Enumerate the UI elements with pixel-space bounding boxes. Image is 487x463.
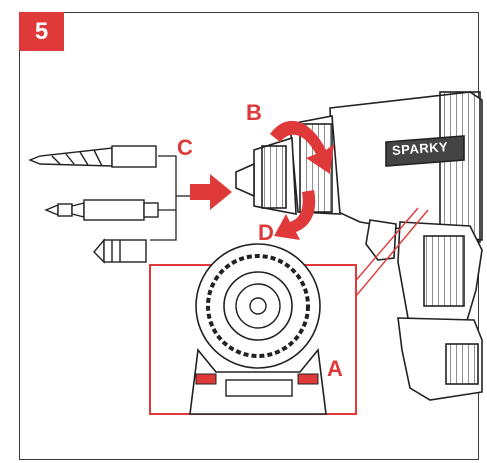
callout-d: D <box>258 220 274 245</box>
drill-body <box>235 91 483 401</box>
bit-bracket <box>150 155 192 241</box>
callout-c: C <box>177 135 193 160</box>
rotate-arrow-d-icon <box>274 190 316 240</box>
step-number-badge: 5 <box>19 12 64 51</box>
callout-b: B <box>246 100 262 125</box>
rotate-arrow-b-icon <box>270 120 334 174</box>
insert-arrow-icon <box>190 174 232 210</box>
callout-a: A <box>327 356 343 381</box>
detail-leader-lines <box>345 207 429 297</box>
screwdriver-bit-short <box>93 238 147 264</box>
drill-bit-twist <box>28 145 157 168</box>
detail-inset <box>149 243 357 415</box>
screwdriver-bit-long <box>44 199 159 221</box>
